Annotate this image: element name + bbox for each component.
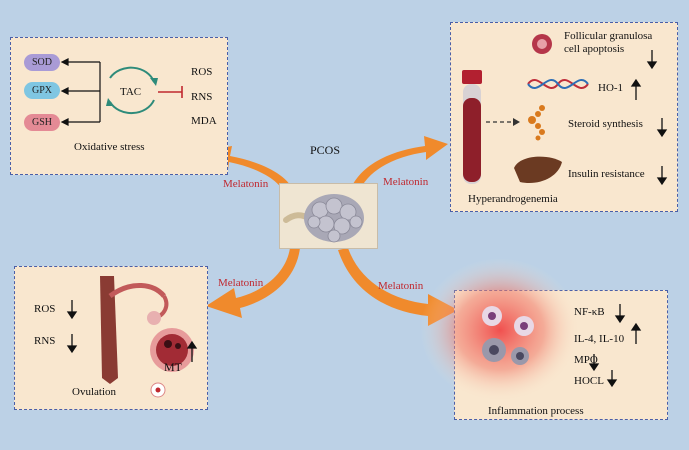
ovulation-graphics (66, 276, 198, 398)
hocl-label: HOCL (574, 375, 604, 387)
mt-label: MT (164, 360, 182, 374)
ros-label: ROS (191, 66, 213, 78)
hyperandrogenemia-panel (450, 22, 678, 212)
nfkb-label: NF-κB (574, 306, 605, 318)
ho1-label: HO-1 (598, 82, 624, 94)
steroid-synthesis-label: Steroid synthesis (568, 118, 643, 130)
liver-icon (514, 156, 562, 184)
mda-label: MDA (191, 115, 217, 127)
hyperandrogenemia-title: Hyperandrogenemia (468, 193, 558, 205)
ovulation-rns-label: RNS (34, 335, 56, 347)
immune-cells-icon (482, 306, 534, 365)
follicle-icon (150, 328, 194, 372)
granulosa-apoptosis-label: Follicular granulosa cell apoptosis (564, 30, 653, 55)
melatonin-label-lower-right: Melatonin (378, 280, 424, 292)
inflammation-title: Inflammation process (488, 405, 584, 417)
inflammation-glow (420, 258, 580, 402)
dna-icon (527, 78, 589, 90)
ovulation-ros-label: ROS (34, 303, 56, 315)
steroid-molecule-icon (528, 105, 545, 141)
pcos-ovary-image (279, 183, 378, 249)
melatonin-label-upper-left: Melatonin (223, 178, 269, 190)
granulosa-cell-icon (532, 34, 552, 54)
insulin-resistance-label: Insulin resistance (568, 168, 645, 180)
pcos-label: PCOS (310, 143, 341, 157)
melatonin-label-upper-right: Melatonin (383, 176, 429, 188)
sod-badge: SOD (24, 54, 60, 71)
rns-label: RNS (191, 91, 213, 103)
oocyte-icon (150, 382, 166, 398)
mpo-label: MPO (574, 354, 598, 366)
gsh-badge: GSH (24, 114, 60, 131)
ovulation-title: Ovulation (72, 386, 116, 398)
il4-il10-label: IL-4, IL-10 (574, 333, 625, 345)
melatonin-label-lower-left: Melatonin (218, 277, 264, 289)
hyperandrogenemia-graphics (462, 34, 668, 186)
gpx-badge: GPX (24, 82, 60, 99)
cycle-arrow-icon (150, 78, 158, 86)
oxidative-stress-connectors (60, 58, 183, 126)
oxidative-stress-title: Oxidative stress (74, 141, 145, 153)
ovary-icon (283, 194, 364, 243)
tac-label: TAC (120, 86, 142, 98)
uterus-icon (100, 276, 169, 384)
blood-tube-icon (462, 70, 482, 184)
